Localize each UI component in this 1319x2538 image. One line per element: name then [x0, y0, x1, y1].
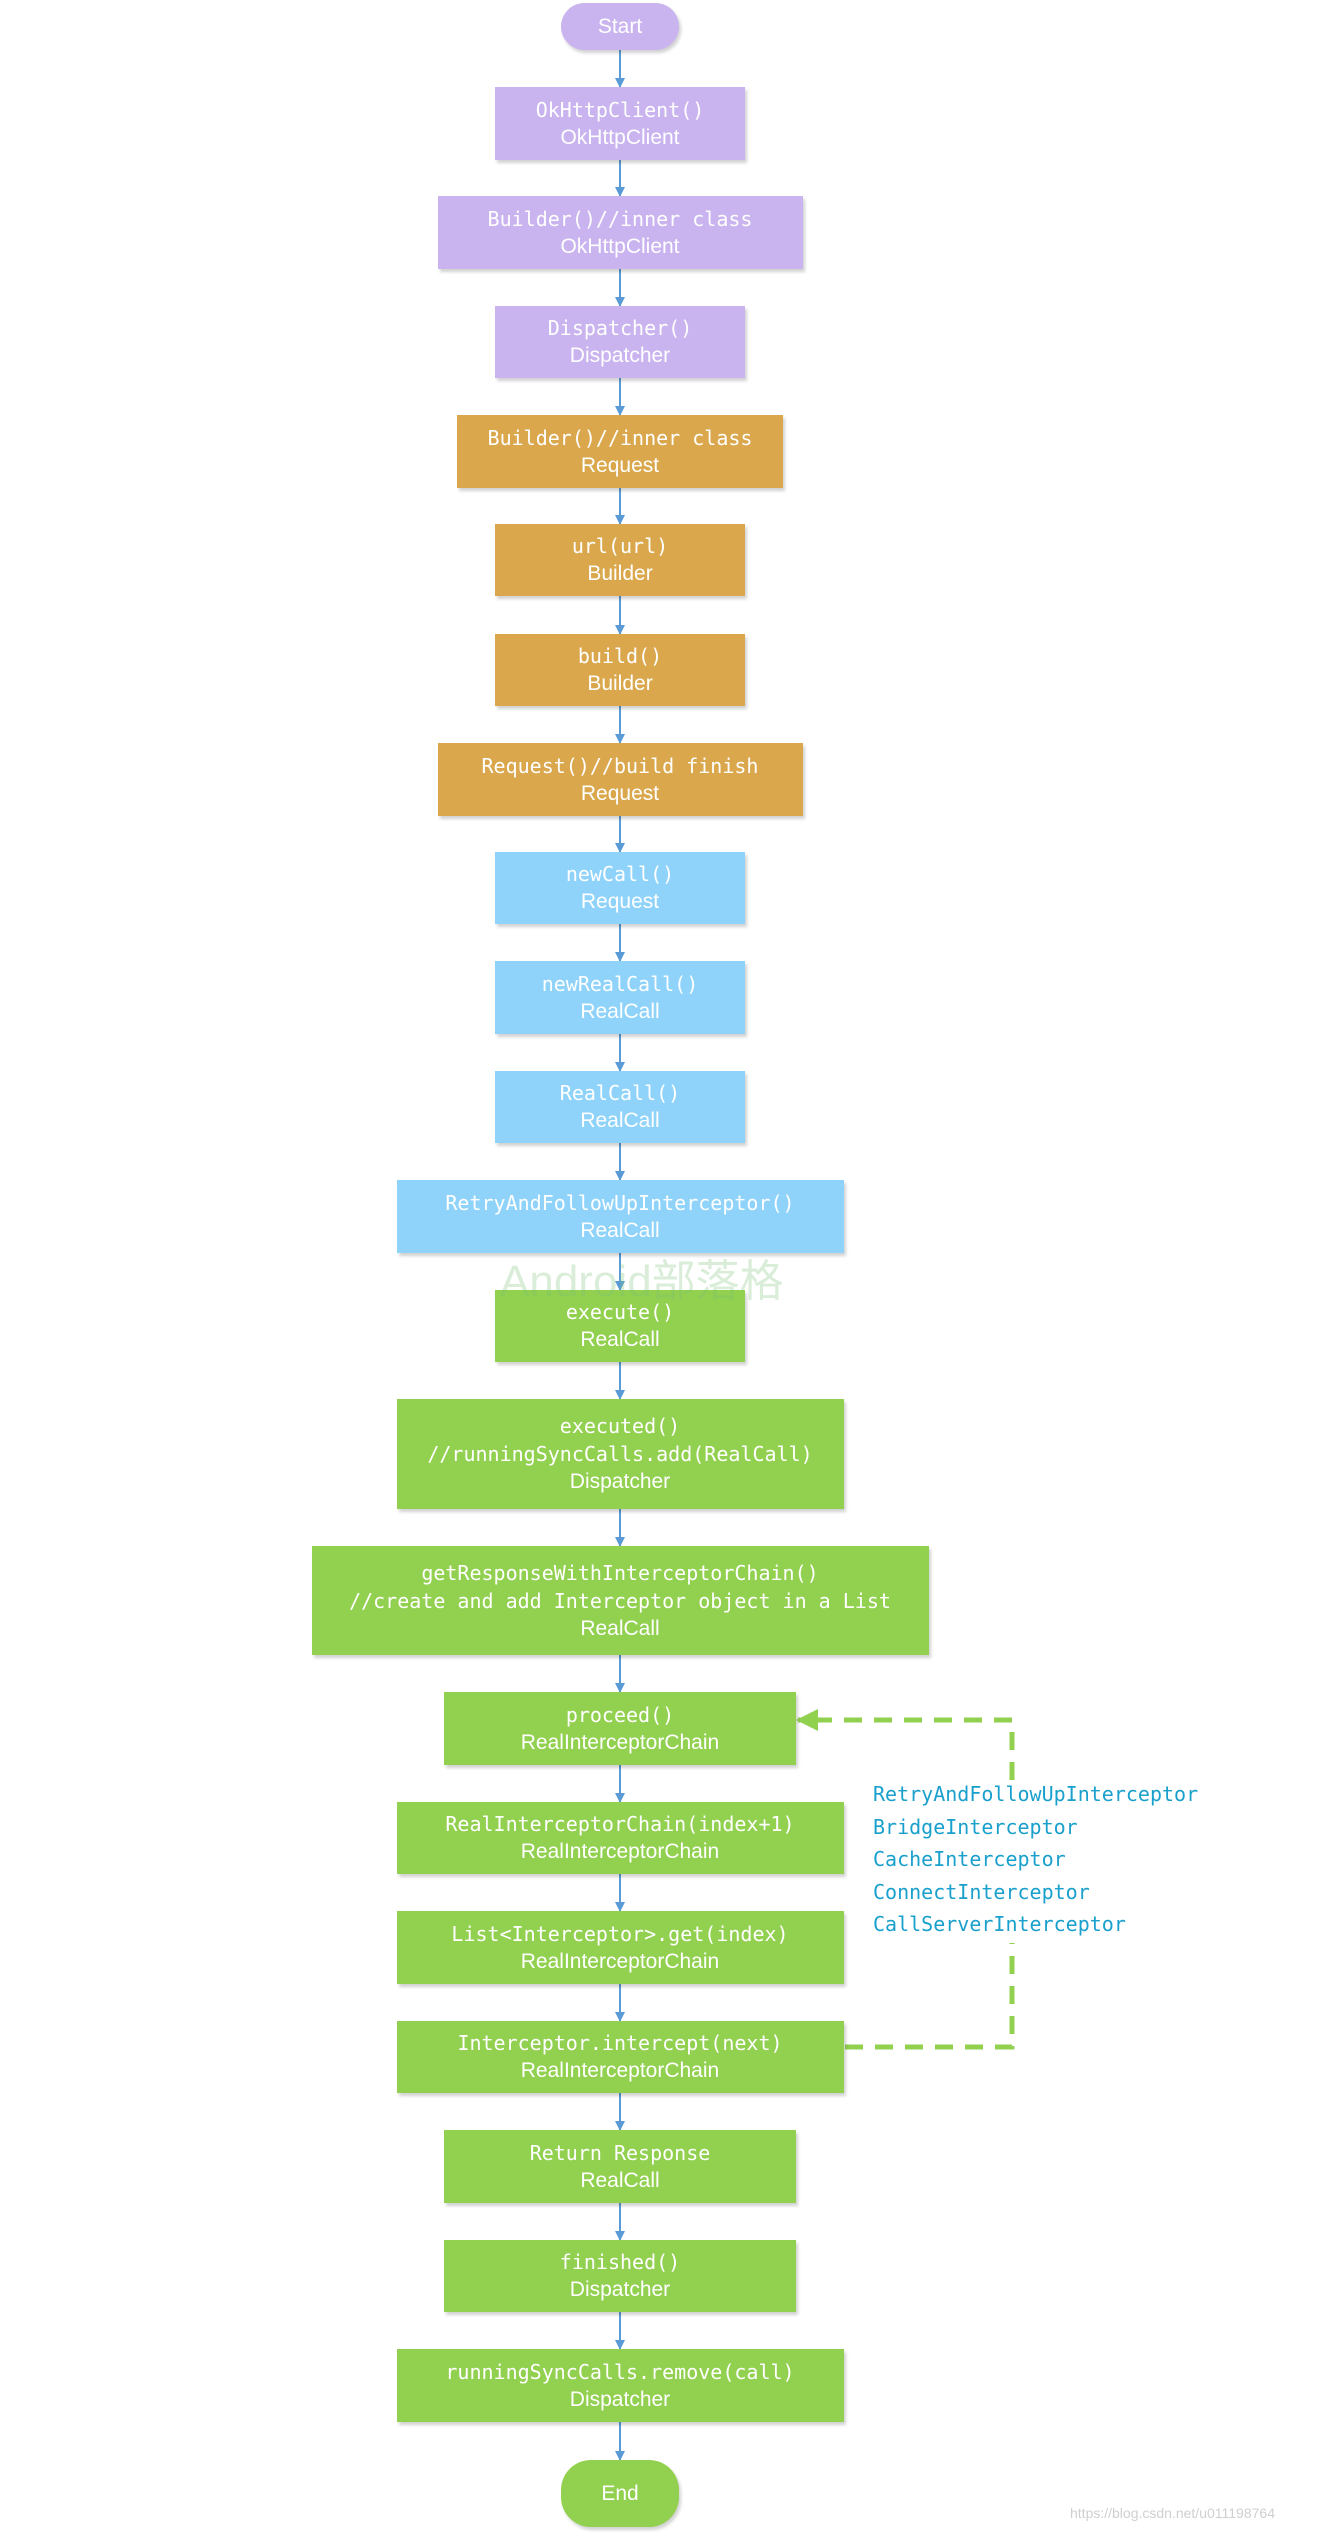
node-class-label: Dispatcher [569, 1470, 671, 1493]
node-class-label: RealInterceptorChain [520, 1949, 720, 1973]
node-retry-interceptor-ctor: RetryAndFollowUpInterceptor() RealCall [396, 1180, 844, 1253]
node-okhttpclient-ctor: OkHttpClient() OkHttpClient [495, 87, 745, 160]
node-intercept-next: Interceptor.intercept(next) RealIntercept… [396, 2021, 844, 2093]
node-method-label: List<Interceptor>.get(index) [451, 1921, 789, 1946]
node-start: Start [561, 3, 679, 50]
node-real-call-ctor: RealCall() RealCall [495, 1071, 745, 1143]
node-method-label: RealInterceptorChain(index+1) [445, 1812, 795, 1836]
node-end: End [561, 2460, 679, 2527]
node-new-call: newCall() Request [495, 852, 745, 924]
node-execute: execute() RealCall [495, 1290, 745, 1362]
node-class-label: OkHttpClient [560, 125, 680, 149]
node-method-label: Builder()//inner class [487, 206, 753, 231]
node-finished: finished() Dispatcher [444, 2240, 796, 2312]
node-class-label: RealInterceptorChain [520, 2059, 720, 2082]
node-class-label: RealInterceptorChain [520, 1840, 720, 1863]
node-method-label: OkHttpClient() [535, 97, 705, 122]
node-class-label: Request [580, 781, 660, 805]
node-method-label: //runningSyncCalls.add(RealCall) [427, 1442, 813, 1466]
footer-url: https://blog.csdn.net/u011198764 [1070, 2505, 1275, 2521]
interceptor-list: RetryAndFollowUpInterceptor BridgeInterc… [873, 1778, 1198, 1941]
node-get-response-chain: getResponseWithInterceptorChain() //creat… [311, 1546, 929, 1655]
node-class-label: Dispatcher [569, 2278, 671, 2301]
node-method-label: url(url) [571, 534, 669, 558]
node-class-label: RealCall [580, 999, 660, 1023]
node-class-label: RealCall [580, 1328, 660, 1351]
node-method-label: //create and add Interceptor object in a… [349, 1588, 891, 1613]
interceptor-retry: RetryAndFollowUpInterceptor [873, 1782, 1199, 1806]
node-method-label: execute() [565, 1300, 675, 1324]
node-class-label: Request [580, 890, 660, 913]
node-class-label: Request [580, 453, 660, 477]
node-builder-build: build() Builder [495, 634, 745, 706]
node-method-label: Return Response [529, 2140, 711, 2165]
node-class-label: Dispatcher [569, 2387, 671, 2411]
node-class-label: RealCall [580, 1109, 660, 1132]
node-new-real-call: newRealCall() RealCall [495, 961, 745, 1034]
node-method-label: Start [597, 14, 643, 38]
node-class-label: RealCall [580, 1616, 660, 1640]
node-method-label: RealCall() [559, 1081, 681, 1105]
node-method-label: Dispatcher() [547, 316, 693, 340]
interceptor-loop-upper [796, 1709, 1015, 1780]
node-method-label: RetryAndFollowUpInterceptor() [445, 1190, 795, 1215]
node-method-label: newRealCall() [541, 971, 699, 996]
node-class-label: RealCall [580, 2168, 660, 2192]
node-chain-ctor-next: RealInterceptorChain(index+1) RealInterce… [396, 1802, 844, 1874]
watermark: Android部落格 [500, 1257, 784, 1306]
node-method-label: Builder()//inner class [487, 425, 753, 450]
node-dispatcher-ctor: Dispatcher() Dispatcher [495, 306, 745, 378]
node-method-label: Interceptor.intercept(next) [457, 2031, 783, 2055]
node-remove-call: runningSyncCalls.remove(call) Dispatcher [396, 2349, 844, 2422]
node-class-label: RealInterceptorChain [520, 1730, 720, 1754]
node-class-label: Dispatcher [569, 344, 671, 367]
node-class-label: Builder [587, 672, 653, 695]
interceptor-loop-lower [845, 1943, 1015, 2050]
node-class-label: OkHttpClient [560, 234, 680, 258]
node-method-label: proceed() [565, 1702, 675, 1727]
interceptor-cache: CacheInterceptor [873, 1847, 1066, 1871]
interceptor-connect: ConnectInterceptor [873, 1879, 1090, 1904]
node-method-label: newCall() [565, 862, 675, 886]
node-builder-url: url(url) Builder [495, 524, 745, 596]
node-method-label: End [601, 2481, 639, 2505]
node-method-label: build() [577, 644, 663, 668]
node-list-get-index: List<Interceptor>.get(index) RealIntercep… [396, 1911, 844, 1984]
node-class-label: RealCall [580, 1218, 660, 1242]
node-class-label: Builder [587, 562, 653, 585]
interceptor-callserver: CallServerInterceptor [873, 1912, 1126, 1936]
node-executed: executed() //runningSyncCalls.add(RealCal… [396, 1399, 844, 1509]
node-method-label: runningSyncCalls.remove(call) [445, 2359, 795, 2384]
node-method-label: finished() [559, 2250, 681, 2274]
node-method-label: Request()//build finish [481, 753, 759, 778]
node-method-label: executed() [559, 1414, 681, 1438]
interceptor-bridge: BridgeInterceptor [873, 1814, 1078, 1839]
node-method-label: getResponseWithInterceptorChain() [421, 1560, 819, 1585]
node-proceed: proceed() RealInterceptorChain [444, 1692, 796, 1765]
